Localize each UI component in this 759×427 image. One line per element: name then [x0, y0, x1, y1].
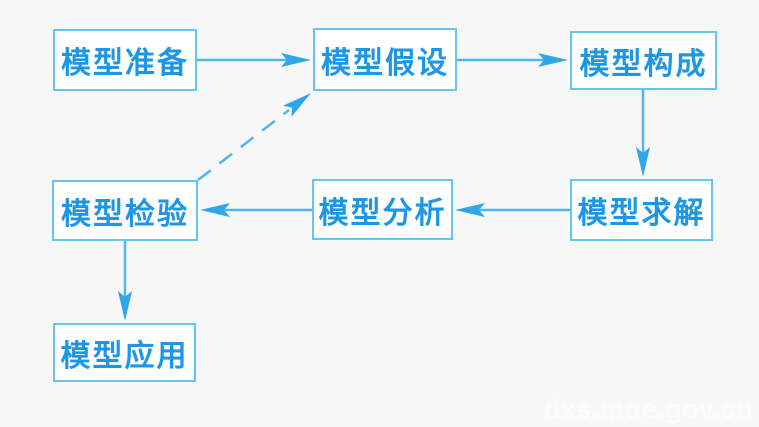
- node-model-preparation-label: 模型准备: [61, 47, 189, 80]
- node-model-solving: 模型求解: [570, 179, 713, 241]
- node-model-analysis: 模型分析: [312, 179, 453, 240]
- node-model-application-label: 模型应用: [60, 339, 189, 373]
- node-model-verification: 模型检验: [52, 180, 198, 241]
- node-model-hypothesis: 模型假设: [313, 28, 457, 91]
- arrow-solve-to-analysis: [455, 203, 570, 217]
- node-model-solving-label: 模型求解: [577, 197, 706, 230]
- node-model-hypothesis-label: 模型假设: [321, 46, 449, 80]
- arrow-verify-to-apply: [118, 241, 132, 321]
- arrow-prepare-to-hypothesis: [197, 53, 311, 67]
- node-model-composition-label: 模型构成: [579, 47, 708, 81]
- node-model-preparation: 模型准备: [53, 29, 197, 91]
- arrow-verify-to-hypothesis-dashed: [197, 93, 311, 181]
- node-model-analysis-label: 模型分析: [318, 196, 447, 230]
- arrow-analysis-to-verify: [200, 203, 312, 217]
- node-model-verification-label: 模型检验: [61, 197, 189, 231]
- node-model-application: 模型应用: [53, 323, 196, 382]
- node-model-composition: 模型构成: [570, 31, 717, 90]
- arrow-hypothesis-to-composition: [457, 53, 568, 67]
- arrow-composition-to-solve: [636, 90, 650, 177]
- watermark-text: dxs.moe.gov.cn: [543, 394, 753, 424]
